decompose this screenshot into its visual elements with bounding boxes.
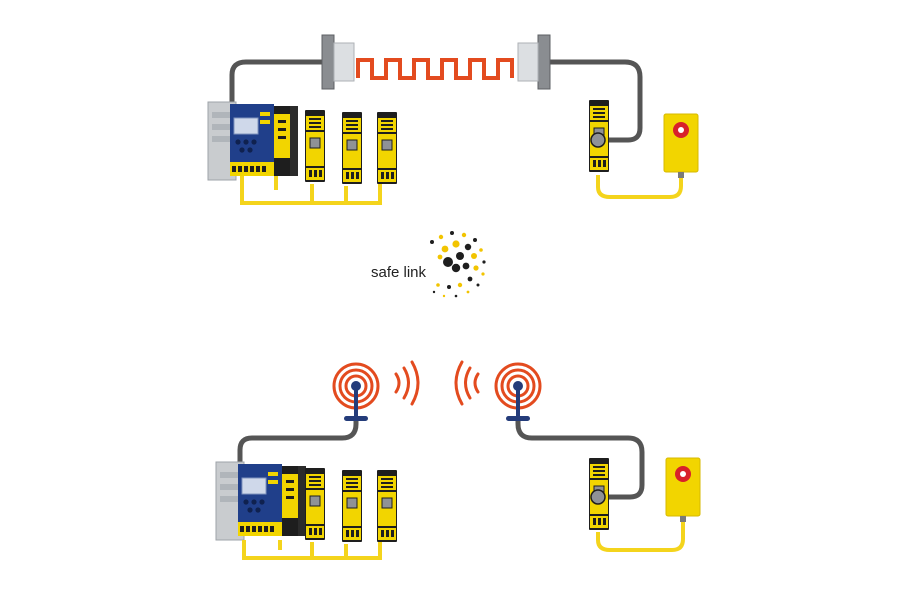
right-gray-cable [515,418,645,500]
optical-transceiver-icon [517,34,551,90]
yellow-bus-cable [240,176,382,205]
radio-antenna-icon [332,362,380,423]
dotted-swirl-icon [430,231,486,298]
safety-relay-module-icon [304,109,326,183]
radio-wave-signal [394,360,480,406]
yellow-bus-cable [242,540,382,560]
radio-antenna-icon [494,362,542,423]
left-gray-cable [237,418,359,468]
safety-relay-module-icon [304,467,326,541]
safety-controller-icon [215,461,307,541]
safe-link-logo: safe link [371,231,486,298]
optical-transceiver-icon [321,34,355,90]
right-gray-cable [540,59,643,143]
safety-relay-module-icon [376,111,398,185]
safety-relay-module-icon [376,469,398,543]
estop-yellow-cable [596,175,683,199]
optical-signal-wave [356,58,514,80]
emergency-stop-box-icon [665,457,701,523]
estop-yellow-cable [596,522,685,552]
logo-text: safe link [371,264,427,281]
wireless-link-scene [215,360,701,560]
safety-controller-icon [207,101,299,181]
optical-link-scene [207,34,699,205]
safety-relay-module-icon [341,111,363,185]
left-gray-cable [229,59,330,110]
emergency-stop-box-icon [663,113,699,179]
safety-relay-module-icon [341,469,363,543]
